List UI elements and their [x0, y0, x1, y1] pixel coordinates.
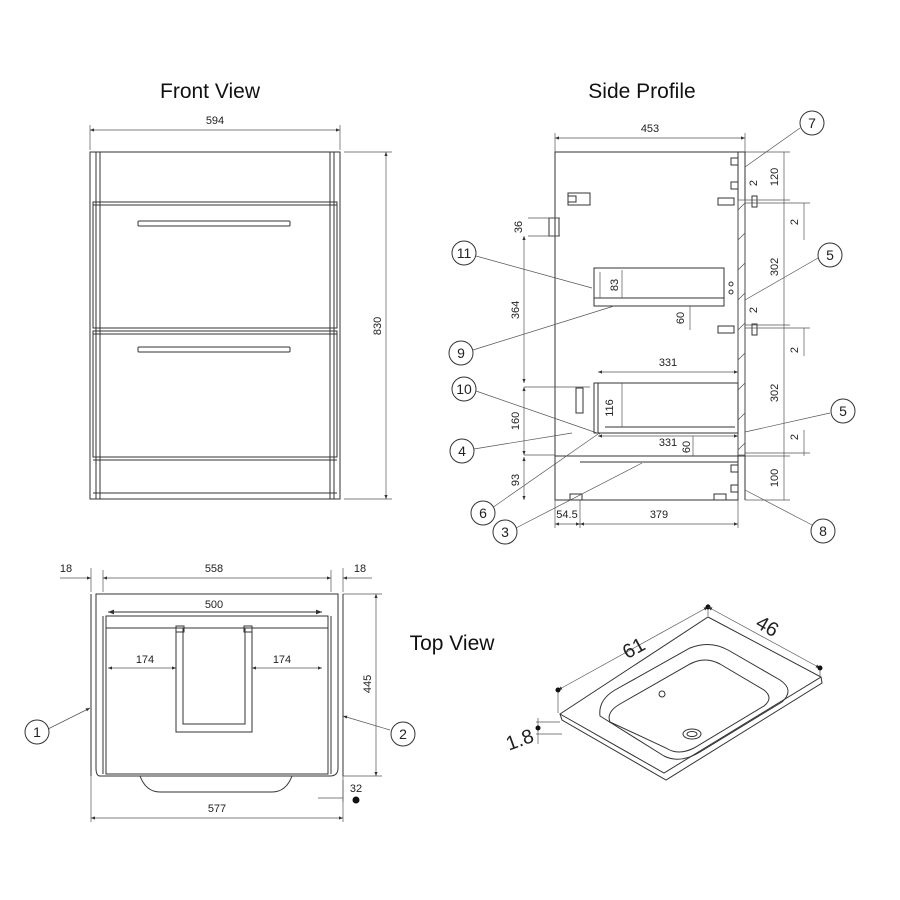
- side-base-dim: 93: [510, 474, 522, 486]
- callout-2: [390, 721, 416, 747]
- svg-text:1: 1: [33, 724, 41, 740]
- side-drawer-b-dim: 302: [769, 384, 781, 402]
- plan-inner-dim: 558: [205, 563, 223, 575]
- plan-overhang-dot: [352, 796, 360, 804]
- side-gap-e-dim: 2: [789, 434, 801, 440]
- front-cabinet-body: [89, 151, 341, 500]
- callout-6: [799, 110, 825, 136]
- side-slide-dim-2: 60: [681, 441, 693, 453]
- front-handle-bottom: [137, 346, 291, 353]
- side-profile-title: Side Profile: [588, 80, 695, 103]
- basin-drain: [682, 728, 702, 740]
- front-handle-top: [137, 220, 291, 227]
- basin-tap-hole: [658, 690, 666, 698]
- side-cabinet-body: [554, 151, 739, 501]
- svg-text:3: 3: [501, 524, 509, 540]
- front-view: Front View 594 830: [89, 80, 392, 500]
- front-view-title: Front View: [160, 80, 261, 103]
- side-profile: Side Profile 453 36: [510, 80, 810, 528]
- side-gap-c-dim: 2: [748, 307, 760, 313]
- side-slide-dim: 60: [675, 312, 687, 324]
- side-depth-dim: 453: [641, 123, 659, 135]
- basin-width-dim: 46: [752, 612, 782, 642]
- svg-text:5: 5: [839, 403, 847, 419]
- side-inner-width-top-dim: 331: [659, 357, 677, 369]
- side-inner-depth-dim: 379: [650, 509, 668, 521]
- plan-cut-right-dim: 174: [273, 654, 291, 666]
- plan-drawer-inner-dim: 500: [205, 599, 223, 611]
- plan-side-left-dim: 18: [60, 563, 72, 575]
- plan-depth-dim: 445: [362, 675, 374, 693]
- front-drawer-top: [92, 201, 338, 329]
- svg-text:4: 4: [458, 443, 466, 459]
- side-gap-b-dim: 2: [789, 219, 801, 225]
- side-lower-depth-dim: 160: [510, 412, 522, 430]
- plan-drawer-front: [139, 775, 293, 793]
- svg-text:8: 8: [819, 523, 827, 539]
- side-plinth-dim: 100: [769, 469, 781, 487]
- side-drawer-a-dim: 302: [769, 258, 781, 276]
- front-width-dim: 594: [206, 115, 224, 127]
- plan-plumbing-cutout: [175, 628, 253, 733]
- svg-text:7: 7: [808, 115, 816, 131]
- callout-1: [24, 719, 50, 745]
- top-view-title: Top View: [410, 632, 496, 655]
- plan-view: 18 558 18 500 174 174 445 577: [24, 563, 416, 822]
- side-gap-a-dim: 2: [748, 180, 760, 186]
- callout-5a: [817, 242, 843, 268]
- side-handle-dim: 36: [513, 221, 525, 233]
- side-inner-width-bottom-dim: 331: [659, 437, 677, 449]
- plan-overall-dim: 577: [208, 803, 226, 815]
- svg-text:6: 6: [479, 505, 487, 521]
- callout-8: [470, 500, 496, 526]
- front-height-dim: 830: [372, 317, 384, 335]
- callout-11: [451, 240, 477, 266]
- callout-7: [810, 518, 836, 544]
- svg-text:10: 10: [456, 381, 472, 397]
- side-tray-dim: 83: [609, 279, 621, 291]
- plan-outline: [95, 593, 339, 777]
- callout-5b: [830, 398, 856, 424]
- side-lower-tray-dim: 116: [604, 399, 616, 417]
- top-view: Top View 61 46 1.8: [410, 604, 823, 781]
- svg-text:2: 2: [399, 726, 407, 742]
- basin-length-dim: 61: [619, 634, 649, 664]
- callout-4: [449, 438, 475, 464]
- svg-text:5: 5: [826, 247, 834, 263]
- svg-text:9: 9: [457, 345, 465, 361]
- callout-3: [492, 519, 518, 545]
- svg-text:11: 11: [457, 245, 472, 261]
- basin-thickness-dim: 1.8: [503, 725, 537, 755]
- side-top-gap-dim: 120: [769, 168, 781, 186]
- callout-10: [451, 376, 477, 402]
- front-drawer-bottom: [92, 330, 338, 458]
- callout-9: [448, 340, 474, 366]
- plan-overhang-dim: 32: [350, 783, 362, 795]
- plan-side-right-dim: 18: [354, 563, 366, 575]
- plan-cut-left-dim: 174: [136, 654, 154, 666]
- side-gap-d-dim: 2: [789, 347, 801, 353]
- side-to-drawer-dim: 364: [510, 301, 522, 319]
- side-foot-offset-dim: 54.5: [556, 509, 577, 521]
- callouts: 7 5 5 8 11 9 10 4 6 3: [448, 110, 856, 545]
